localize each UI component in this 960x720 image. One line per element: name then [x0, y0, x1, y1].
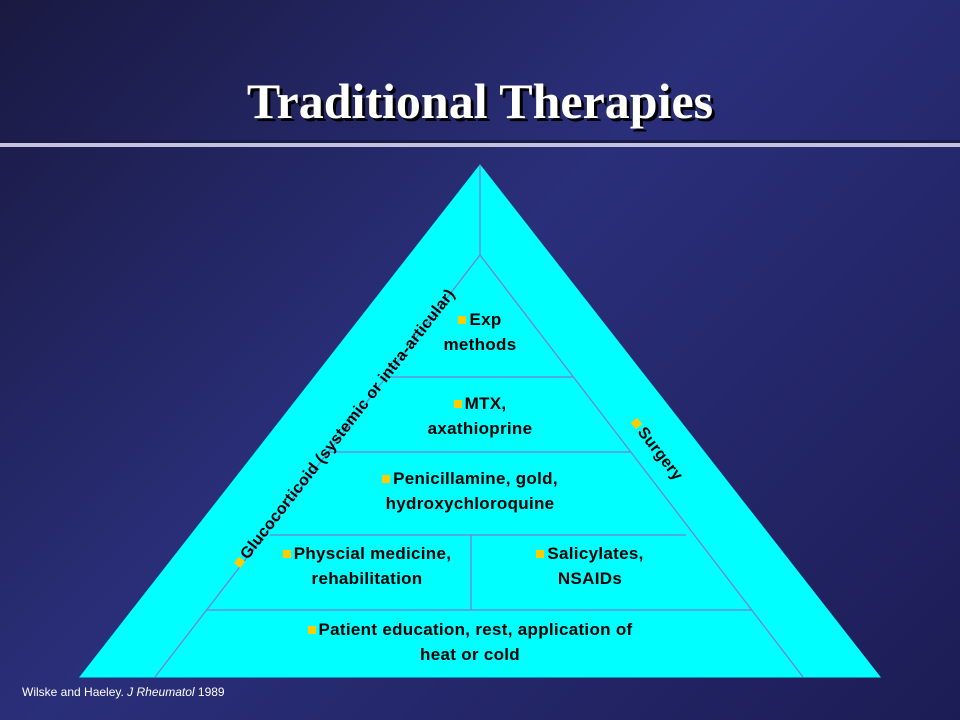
- level-mtx: MTX, axathioprine: [427, 394, 533, 438]
- level-penicillamine: Penicillamine, gold, hydroxychloroquine: [330, 466, 610, 516]
- pyramid-outer: [78, 164, 882, 678]
- bullet-icon: [233, 557, 245, 569]
- bullet-icon: [458, 316, 467, 324]
- bullet-icon: [453, 400, 462, 408]
- pyramid-inner-left-edge: [154, 254, 481, 678]
- bullet-icon: [382, 475, 391, 483]
- bullet-icon: [282, 550, 291, 558]
- level-salicylates: Salicylates, NSAIDs: [500, 541, 680, 591]
- citation: Wilske and Haeley. J Rheumatol 1989: [22, 685, 225, 699]
- title-divider-dark: [0, 140, 960, 143]
- level-exp-methods: Exp methods: [443, 310, 517, 354]
- bullet-icon: [307, 626, 316, 634]
- slide-title: Traditional Therapies: [246, 73, 714, 129]
- title-divider-light: [0, 143, 960, 147]
- pyramid-inner-right-edge: [479, 254, 804, 678]
- bullet-icon: [536, 550, 545, 558]
- level-physical-medicine: Physcial medicine, rehabilitation: [252, 541, 482, 591]
- level-patient-education: Patient education, rest, application of …: [240, 617, 700, 667]
